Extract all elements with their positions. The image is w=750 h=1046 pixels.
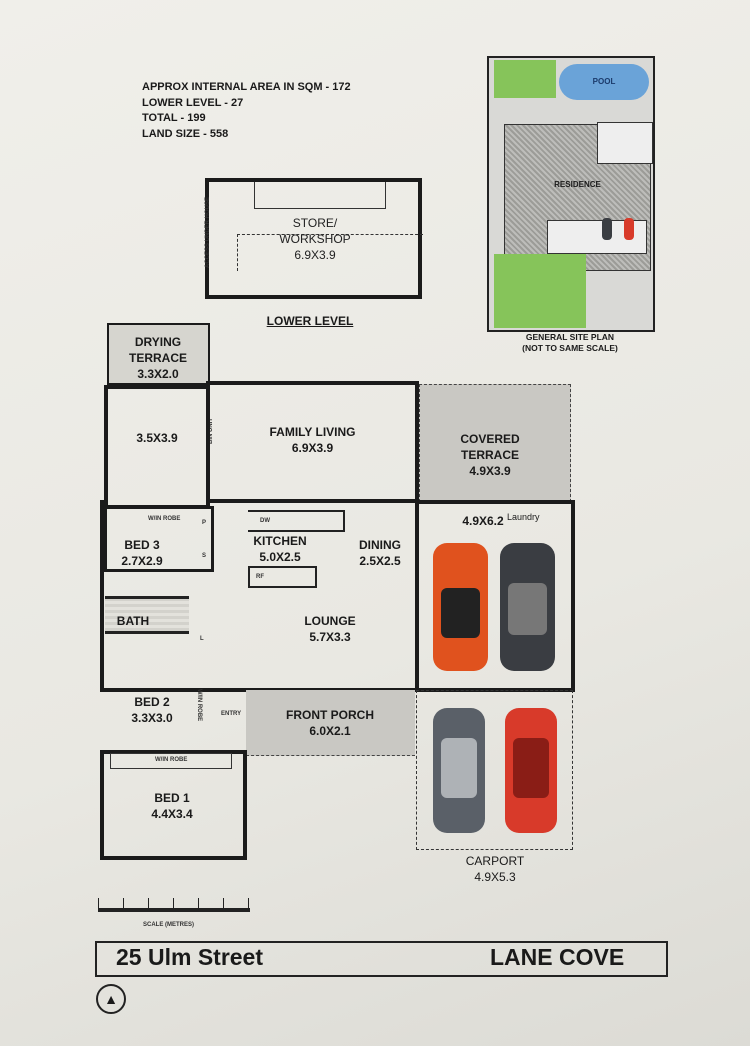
street-address: 25 Ulm Street <box>116 944 264 970</box>
car-red <box>505 708 557 833</box>
bed1-robe-label: W/IN ROBE <box>155 757 188 763</box>
access-under-house-note: ACCESS UNDER HOUSE <box>205 196 211 268</box>
bath-label: BATH <box>116 614 150 628</box>
master-bedroom <box>104 385 210 509</box>
bed3 <box>104 506 214 572</box>
lower-level-area: LOWER LEVEL - 27 <box>142 96 244 109</box>
address-box <box>95 941 668 977</box>
drying-terrace <box>107 323 210 385</box>
dishwasher-label: DW <box>260 518 270 524</box>
family-living <box>206 381 419 503</box>
car-orange <box>433 543 488 671</box>
site-plan: POOL RESIDENCE <box>487 56 655 332</box>
pantry-label: P <box>202 520 207 526</box>
scale-label: SCALE (METRES) <box>143 922 194 928</box>
lower-level-title: LOWER LEVEL <box>266 314 354 328</box>
suburb: LANE COVE <box>490 944 625 970</box>
bath <box>105 596 189 634</box>
land-size: LAND SIZE - 558 <box>142 127 229 140</box>
garage-size: 4.9X6.2 <box>462 514 504 528</box>
car-dark <box>500 543 555 671</box>
north-arrow-icon: ▲ <box>96 984 126 1014</box>
total-area: TOTAL - 199 <box>142 112 206 124</box>
car-grey <box>433 708 485 833</box>
bed2-robe-label: W/IN ROBE <box>196 688 203 722</box>
covered-terrace <box>419 384 571 502</box>
scale-bar <box>98 908 250 912</box>
carport <box>416 690 573 850</box>
area-summary: APPROX INTERNAL AREA IN SQM - 172 LOWER … <box>142 80 351 142</box>
linen-label: L <box>200 636 204 642</box>
master-bedroom-size: 3.5X3.9 <box>136 431 178 445</box>
internal-area: APPROX INTERNAL AREA IN SQM - 172 <box>142 81 351 93</box>
bed3-robe-label: W/IN ROBE <box>148 516 181 522</box>
storage-label: S <box>202 553 207 559</box>
bed1 <box>100 750 247 860</box>
site-plan-caption: GENERAL SITE PLAN(NOT TO SAME SCALE) <box>522 332 618 353</box>
front-porch <box>246 690 415 756</box>
laundry-label: Laundry <box>507 512 540 522</box>
entry-label: ENTRY <box>221 711 242 717</box>
fridge-label: RF <box>256 574 264 580</box>
lower-level-store <box>205 178 423 299</box>
pool: POOL <box>559 64 649 100</box>
